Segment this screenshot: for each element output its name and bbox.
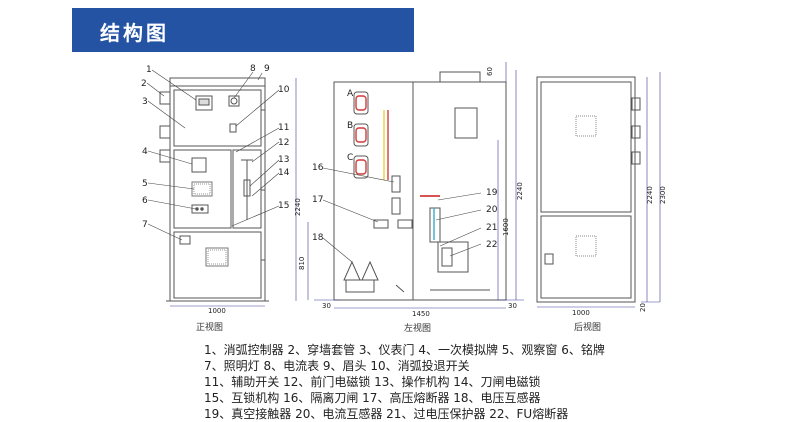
left-relay-box — [454, 107, 478, 139]
dim-rear-bottom: 20 — [639, 303, 647, 312]
rear-upper-door — [540, 81, 632, 213]
rear-dim-lines — [537, 72, 661, 308]
rear-vent-upper — [575, 115, 597, 137]
operating-panel — [232, 149, 262, 229]
callout-13: 13 — [278, 155, 289, 165]
title-bar: 结构图 — [72, 8, 414, 52]
callout-10: 10 — [278, 85, 290, 95]
lighting-lamp — [179, 235, 191, 245]
parts-legend: 1、消弧控制器 2、穿墙套管 3、仪表门 4、一次模拟牌 5、观察窗 6、铭牌 … — [204, 342, 605, 422]
callout-5: 5 — [142, 179, 148, 189]
callout-15: 15 — [278, 201, 289, 211]
callout-11: 11 — [278, 123, 289, 133]
rear-view — [536, 76, 641, 303]
callout-18: 18 — [312, 233, 324, 243]
dim-left-width: 1450 — [412, 310, 430, 318]
legend-line-5: 19、真空接触器 20、电流互感器 21、过电压保护器 22、FU熔断器 — [204, 407, 569, 421]
callout-6: 6 — [142, 196, 148, 206]
svg-text:B: B — [347, 121, 353, 131]
rear-bushing-2 — [631, 125, 641, 139]
dim-left-height-3: 810 — [298, 257, 306, 270]
bushing-3 — [159, 149, 171, 163]
callout-1: 1 — [146, 65, 152, 75]
caption-front-view: 正视图 — [196, 323, 224, 333]
callout-7: 7 — [142, 220, 148, 230]
callout-2: 2 — [141, 79, 147, 89]
callout-19: 22 — [486, 240, 497, 250]
legend-line-1: 1、消弧控制器 2、穿墙套管 3、仪表门 4、一次模拟牌 5、观察窗 6、铭牌 — [204, 343, 605, 357]
front-dim-lines — [170, 78, 297, 307]
voltage-transformer-left — [343, 260, 361, 281]
dim-left-sub-1: 30 — [322, 302, 331, 310]
legend-line-3: 11、辅助开关 12、前门电磁锁 13、操作机构 14、刀闸电磁锁 — [204, 375, 541, 389]
callout-3: 3 — [142, 97, 148, 107]
switch-knob — [229, 123, 237, 133]
dim-front-height: 2240 — [294, 198, 302, 216]
svg-text:C: C — [347, 153, 353, 163]
isolating-switch-top — [391, 175, 401, 193]
legend-line-2: 7、照明灯 8、电流表 9、眉头 10、消弧投退开关 — [204, 359, 470, 373]
left-cabinet-body — [333, 81, 507, 301]
callout-8: 8 — [250, 64, 256, 74]
callout-20: 21 — [486, 223, 497, 233]
front-view — [159, 77, 269, 302]
front-leaders — [146, 69, 280, 241]
phase-labels: A B C — [347, 89, 354, 163]
ammeter — [228, 95, 240, 107]
left-colored-busbars — [355, 95, 440, 240]
bushing-b — [353, 123, 369, 147]
surge-arrester — [429, 207, 441, 243]
dim-left-height-1: 2240 — [516, 182, 524, 200]
bushing-2 — [159, 125, 171, 139]
rear-vent-lower — [575, 235, 597, 257]
callout-22: 19 — [486, 188, 498, 198]
front-top-cap — [169, 77, 266, 87]
rear-lower-door — [540, 215, 632, 299]
lower-vent — [205, 247, 229, 267]
caption-left-view: 左视图 — [404, 324, 432, 334]
rear-bushing-1 — [631, 97, 641, 111]
dim-front-width: 1000 — [208, 307, 226, 315]
vacuum-contactor — [437, 241, 469, 273]
left-leaders — [322, 167, 482, 263]
bushing-a — [353, 91, 369, 115]
svg-text:A: A — [347, 89, 354, 99]
arc-controller — [195, 95, 213, 111]
left-top-box — [439, 71, 481, 83]
dim-rear-height-1: 2240 — [646, 186, 654, 204]
left-view — [333, 71, 507, 301]
bushing-1 — [159, 91, 171, 105]
mimic-board — [191, 157, 207, 173]
rear-bushing-3 — [631, 151, 641, 165]
bushing-c — [353, 155, 369, 179]
callout-17: 17 — [312, 195, 323, 205]
caption-rear-view: 后视图 — [574, 323, 602, 333]
left-dim-lines — [307, 62, 524, 309]
hv-fuse — [373, 219, 389, 229]
callout-4: 4 — [142, 147, 148, 157]
dim-left-top: 60 — [486, 67, 494, 76]
page-title: 结构图 — [100, 21, 169, 45]
front-callout-numbers: 1 2 3 4 5 6 7 8 9 10 11 12 13 14 15 — [141, 64, 290, 230]
callout-12: 12 — [278, 138, 289, 148]
lower-door — [173, 231, 262, 299]
nameplate — [191, 204, 209, 214]
front-cabinet-body — [169, 85, 266, 302]
isolating-switch-bottom — [391, 197, 401, 215]
callout-14: 14 — [278, 168, 290, 178]
dim-rear-width: 1000 — [572, 309, 590, 317]
callout-9: 9 — [264, 64, 270, 74]
instrument-door — [173, 89, 262, 147]
rear-cabinet-body — [536, 76, 636, 303]
front-middle-door — [173, 149, 232, 229]
dimension-text: 1000 2240 1450 30 30 60 2240 1600 810 10… — [208, 67, 667, 318]
legend-line-4: 15、互锁机构 16、隔离刀闸 17、高压熔断器 18、电压互感器 — [204, 391, 541, 405]
callout-16: 16 — [312, 163, 324, 173]
callout-21: 20 — [486, 205, 498, 215]
dim-left-sub-2: 30 — [508, 302, 517, 310]
dim-rear-height-2: 2300 — [659, 186, 667, 204]
left-callout-numbers: 16 17 18 22 21 20 19 — [312, 163, 498, 250]
dim-left-height-2: 1600 — [502, 218, 510, 236]
